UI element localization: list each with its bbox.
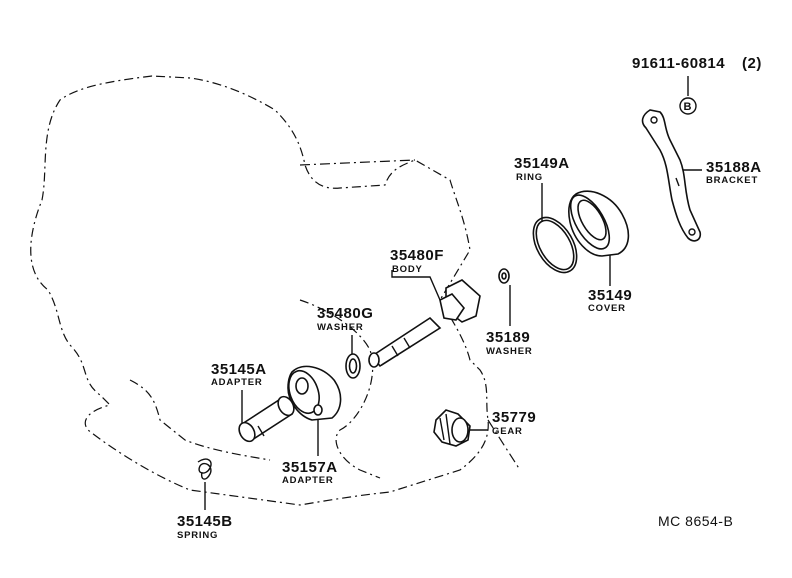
spring-part — [197, 458, 212, 480]
leader-body — [391, 270, 441, 301]
ring-number: 35149A — [514, 155, 570, 172]
washer-189-part — [498, 268, 510, 284]
body-number: 35480F — [390, 247, 444, 264]
bracket-part — [641, 109, 702, 242]
bracket-name: BRACKET — [706, 175, 758, 186]
spring-number: 35145B — [177, 513, 233, 530]
bolt-marker: B — [679, 97, 697, 115]
washer-g-number: 35480G — [317, 305, 373, 322]
ring-name: RING — [516, 172, 543, 183]
washer-189-number: 35189 — [486, 329, 530, 346]
spring-name: SPRING — [177, 530, 218, 541]
diagram-code: MC 8654-B — [658, 513, 733, 529]
gear-number: 35779 — [492, 409, 536, 426]
adapter-a-name: ADAPTER — [211, 377, 263, 388]
gear-part — [433, 409, 471, 447]
bolt-qty: (2) — [742, 55, 762, 72]
axis-line-lower — [487, 419, 521, 471]
bolt-number: 91611-60814 — [632, 55, 725, 72]
washer-g-name: WASHER — [317, 322, 364, 333]
adapter-157-part — [287, 365, 342, 421]
adapter-a-number: 35145A — [211, 361, 267, 378]
bracket-number: 35188A — [706, 159, 762, 176]
axis-line-upper — [299, 159, 416, 166]
adapter-157-name: ADAPTER — [282, 475, 334, 486]
adapter-a-part — [238, 395, 295, 443]
adapter-157-number: 35157A — [282, 459, 338, 476]
body-name: BODY — [392, 264, 423, 275]
housing-inner-line — [129, 379, 271, 461]
cover-part — [568, 190, 630, 257]
cover-number: 35149 — [588, 287, 632, 304]
washer-189-name: WASHER — [486, 346, 533, 357]
gear-name: GEAR — [492, 426, 523, 437]
bolt-marker-label: B — [684, 101, 693, 113]
housing-right-edge — [299, 299, 381, 479]
cover-name: COVER — [588, 303, 626, 314]
transmission-housing-outline — [30, 75, 489, 506]
washer-g-part — [345, 353, 361, 379]
body-part — [368, 279, 481, 368]
ring-part — [532, 216, 578, 274]
